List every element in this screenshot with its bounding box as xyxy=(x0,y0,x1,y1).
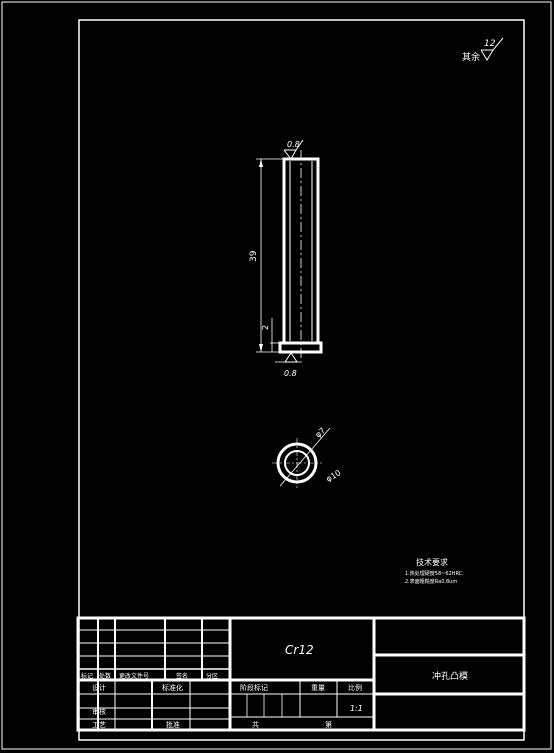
outer-dia-text: φ10 xyxy=(325,468,343,484)
label-mark: 标记 xyxy=(81,672,93,680)
label-change-doc: 更改文件号 xyxy=(119,672,149,680)
title-block-text: Cr12 冲孔凸模 1:1 标记 处数 更改文件号 签名 分区 设计 标准化 审… xyxy=(81,643,468,729)
label-stage-mark: 阶段标记 xyxy=(240,683,268,692)
tech-line-2: 2.表面粗糙度Ra0.8um xyxy=(405,578,457,585)
label-process: 工艺 xyxy=(92,721,106,729)
scale-text: 1:1 xyxy=(350,704,363,713)
roughness-note: 其余 xyxy=(462,51,480,63)
label-standardize: 标准化 xyxy=(162,683,183,692)
roughness-value: 12 xyxy=(484,39,496,49)
tech-title: 技术要求 xyxy=(416,557,448,567)
tech-line-1: 1.热处理硬度58~62HRC. xyxy=(405,570,464,577)
label-signature: 签名 xyxy=(176,672,188,680)
label-approve: 批准 xyxy=(166,720,180,729)
material-text: Cr12 xyxy=(285,643,314,657)
head-dim-text: 2 xyxy=(261,325,270,330)
bottom-roughness-text: 0.8 xyxy=(284,369,297,378)
technical-requirements: 技术要求 1.热处理硬度58~62HRC. 2.表面粗糙度Ra0.8um xyxy=(405,557,464,585)
inner-dia-text: φ7 xyxy=(314,426,328,440)
label-sheet: 第 xyxy=(325,720,332,729)
title-block xyxy=(76,616,526,732)
bottom-roughness-symbol: 0.8 xyxy=(275,352,302,378)
label-scale: 比例 xyxy=(348,683,362,692)
label-weight: 重量 xyxy=(311,684,325,692)
label-total: 共 xyxy=(252,720,259,729)
top-roughness-text: 0.8 xyxy=(287,140,300,149)
head-dimension: 2 xyxy=(261,318,284,352)
punch-section-view: φ7 φ10 xyxy=(272,426,342,488)
drawing-frame xyxy=(78,19,525,741)
label-count: 处数 xyxy=(99,672,111,680)
label-design: 设计 xyxy=(92,683,106,692)
top-roughness-symbol: 0.8 xyxy=(283,139,304,160)
part-name-text: 冲孔凸模 xyxy=(432,670,468,682)
label-partition: 分区 xyxy=(206,672,218,680)
label-review: 审核 xyxy=(92,707,106,716)
length-dim-text: 39 xyxy=(249,250,259,262)
punch-front-view xyxy=(278,150,323,360)
length-dimension: 39 xyxy=(249,158,284,353)
general-roughness-symbol: 其余 12 xyxy=(462,37,504,63)
